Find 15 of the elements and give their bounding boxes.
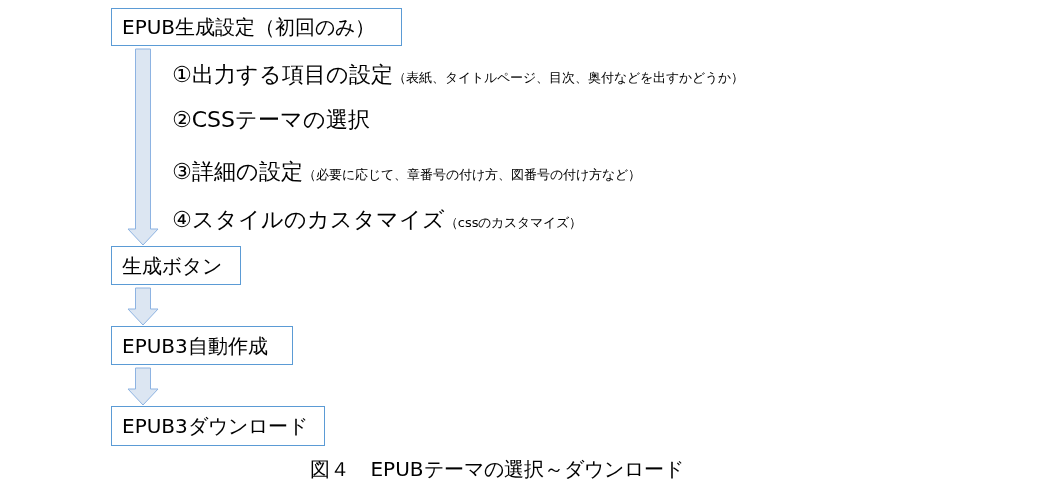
process-box: EPUB3自動作成 xyxy=(111,326,293,365)
block-arrow xyxy=(127,48,159,246)
note-text: （表紙、タイトルページ、目次、奥付などを出すかどうか） xyxy=(392,69,744,87)
step-text: ③詳細の設定 xyxy=(172,158,303,186)
process-box: EPUB3ダウンロード xyxy=(111,406,325,446)
note-text: （cssのカスタマイズ） xyxy=(444,214,583,232)
block-arrow xyxy=(127,287,159,326)
block-arrow xyxy=(127,367,159,406)
caption: 図４ EPUBテーマの選択～ダウンロード xyxy=(310,456,684,483)
step-text: ①出力する項目の設定 xyxy=(172,61,393,89)
note-text: （必要に応じて、章番号の付け方、図番号の付け方など） xyxy=(302,166,641,184)
process-box: 生成ボタン xyxy=(111,246,241,285)
step-text: ②CSSテーマの選択 xyxy=(172,106,370,134)
process-box: EPUB生成設定（初回のみ） xyxy=(111,8,402,46)
step-text: ④スタイルのカスタマイズ xyxy=(172,206,445,234)
